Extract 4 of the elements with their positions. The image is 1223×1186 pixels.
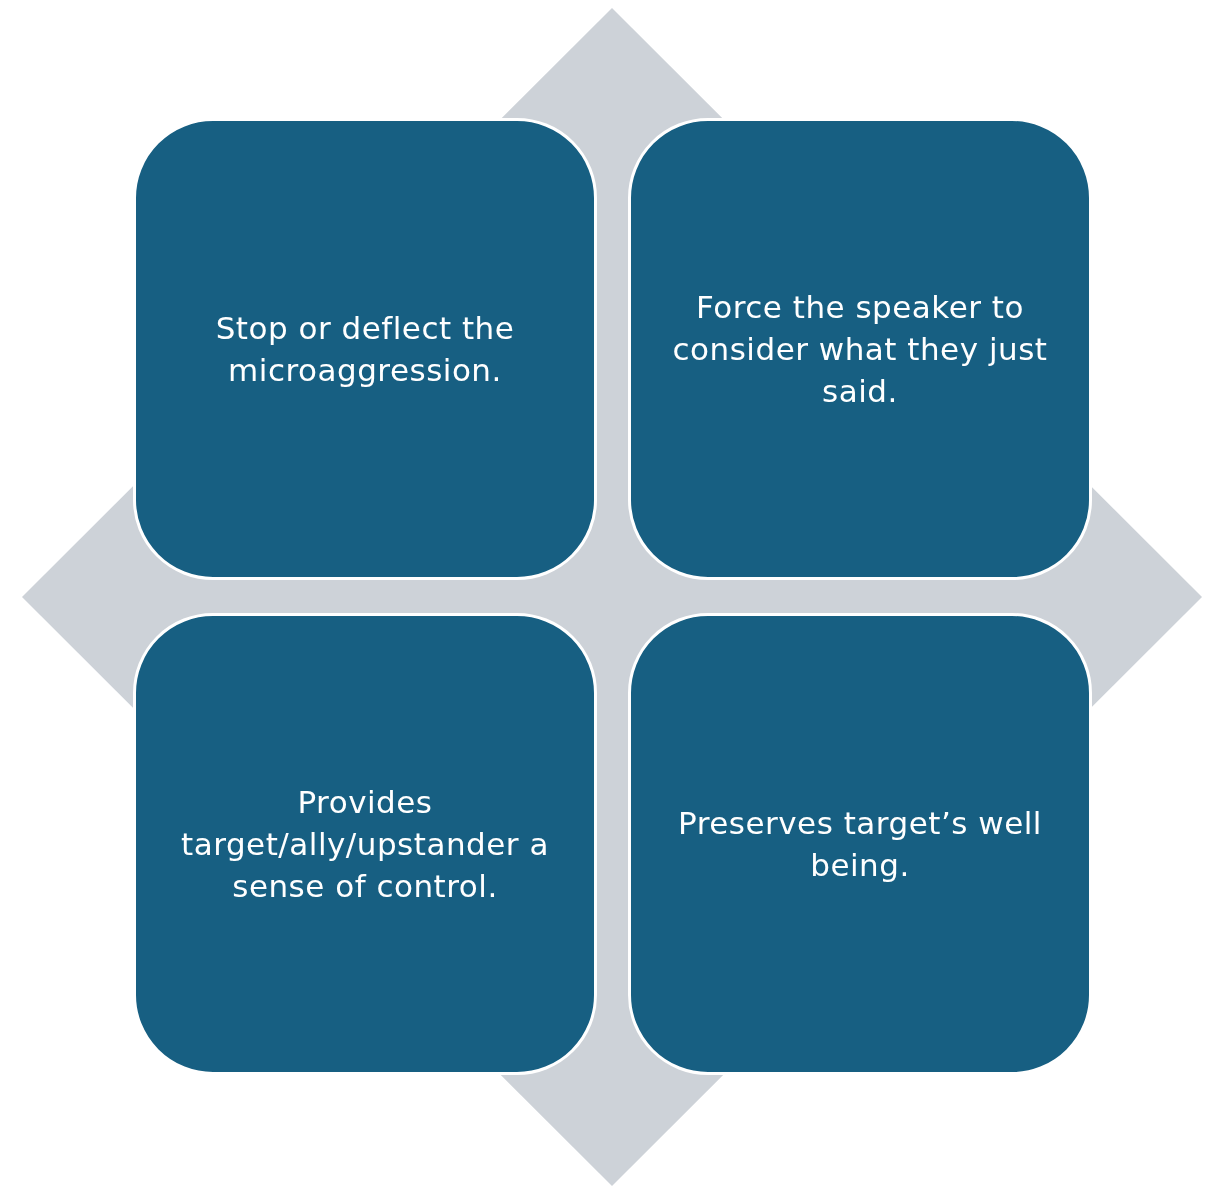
box-text: Force the speaker to consider what they just said. <box>671 288 1049 411</box>
box-text: Provides target/ally/upstander a sense of control. <box>180 783 550 906</box>
box-text: Stop or deflect the microaggression. <box>214 309 516 390</box>
box-text: Preserves target’s well being. <box>677 804 1043 885</box>
